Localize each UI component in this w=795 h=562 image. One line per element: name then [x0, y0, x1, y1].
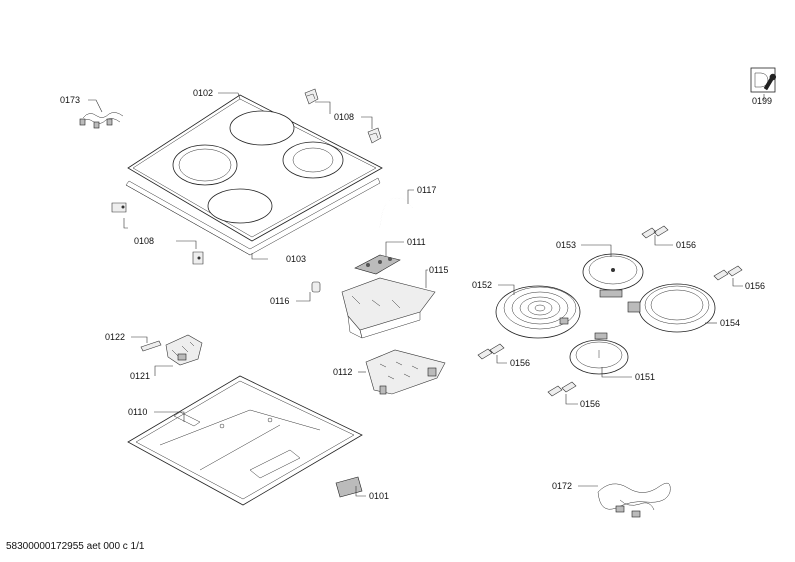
heating-element-front	[569, 332, 629, 375]
label-0153: 0153	[556, 240, 576, 250]
label-0101: 0101	[369, 491, 389, 501]
bottom-tray	[127, 375, 363, 506]
bracket-top-2	[367, 127, 382, 144]
mounting-clamp-set	[79, 112, 124, 129]
power-circuit-board	[365, 349, 446, 395]
part-labels: 0173 0102 0108 0117 0108 0103 0111 0115 …	[60, 88, 772, 501]
label-0173: 0173	[60, 95, 80, 105]
label-0122: 0122	[105, 332, 125, 342]
label-0151: 0151	[635, 372, 655, 382]
label-0115: 0115	[429, 265, 448, 275]
label-0116: 0116	[270, 296, 289, 306]
fuse-holder	[311, 281, 321, 293]
glass-ceramic-hob-top	[127, 94, 383, 242]
element-clip-pair-2	[713, 265, 743, 281]
bracket-side-1	[111, 202, 127, 213]
element-clip-pair-3	[477, 343, 505, 360]
leader-lines	[88, 92, 765, 497]
label-0172: 0172	[552, 481, 572, 491]
label-0103: 0103	[286, 254, 306, 264]
document-footer-code: 58300000172955 aet 000 c 1/1	[6, 541, 145, 552]
control-circuit-board	[354, 254, 401, 275]
bracket-top-1	[304, 88, 319, 105]
electronics-housing	[341, 277, 436, 339]
label-0156-d: 0156	[580, 399, 600, 409]
label-0154: 0154	[720, 318, 740, 328]
label-0117: 0117	[417, 185, 436, 195]
hob-frame	[125, 177, 381, 256]
connection-terminal	[165, 334, 203, 366]
element-clip-pair-1	[641, 225, 669, 239]
label-0156-a: 0156	[676, 240, 696, 250]
label-0156-b: 0156	[745, 281, 765, 291]
label-0108-top: 0108	[334, 112, 354, 122]
label-0121: 0121	[130, 371, 150, 381]
cable-harness	[597, 482, 671, 518]
cable-clip	[140, 340, 162, 352]
heating-element-rear	[582, 253, 644, 298]
bracket-side-2	[192, 251, 204, 265]
label-0112: 0112	[333, 367, 352, 377]
label-0111: 0111	[407, 237, 426, 247]
label-0199: 0199	[752, 96, 772, 106]
heating-element-large	[627, 283, 716, 333]
label-0102: 0102	[193, 88, 213, 98]
ribbon-cable	[379, 197, 413, 229]
label-0152: 0152	[472, 280, 492, 290]
element-clip-pair-4	[547, 381, 577, 397]
oval-heating-element	[495, 285, 581, 339]
label-0156-c: 0156	[510, 358, 530, 368]
service-manual-icon	[750, 67, 777, 93]
rating-plate	[335, 476, 363, 498]
label-0110: 0110	[128, 407, 147, 417]
label-0108-side: 0108	[134, 236, 154, 246]
